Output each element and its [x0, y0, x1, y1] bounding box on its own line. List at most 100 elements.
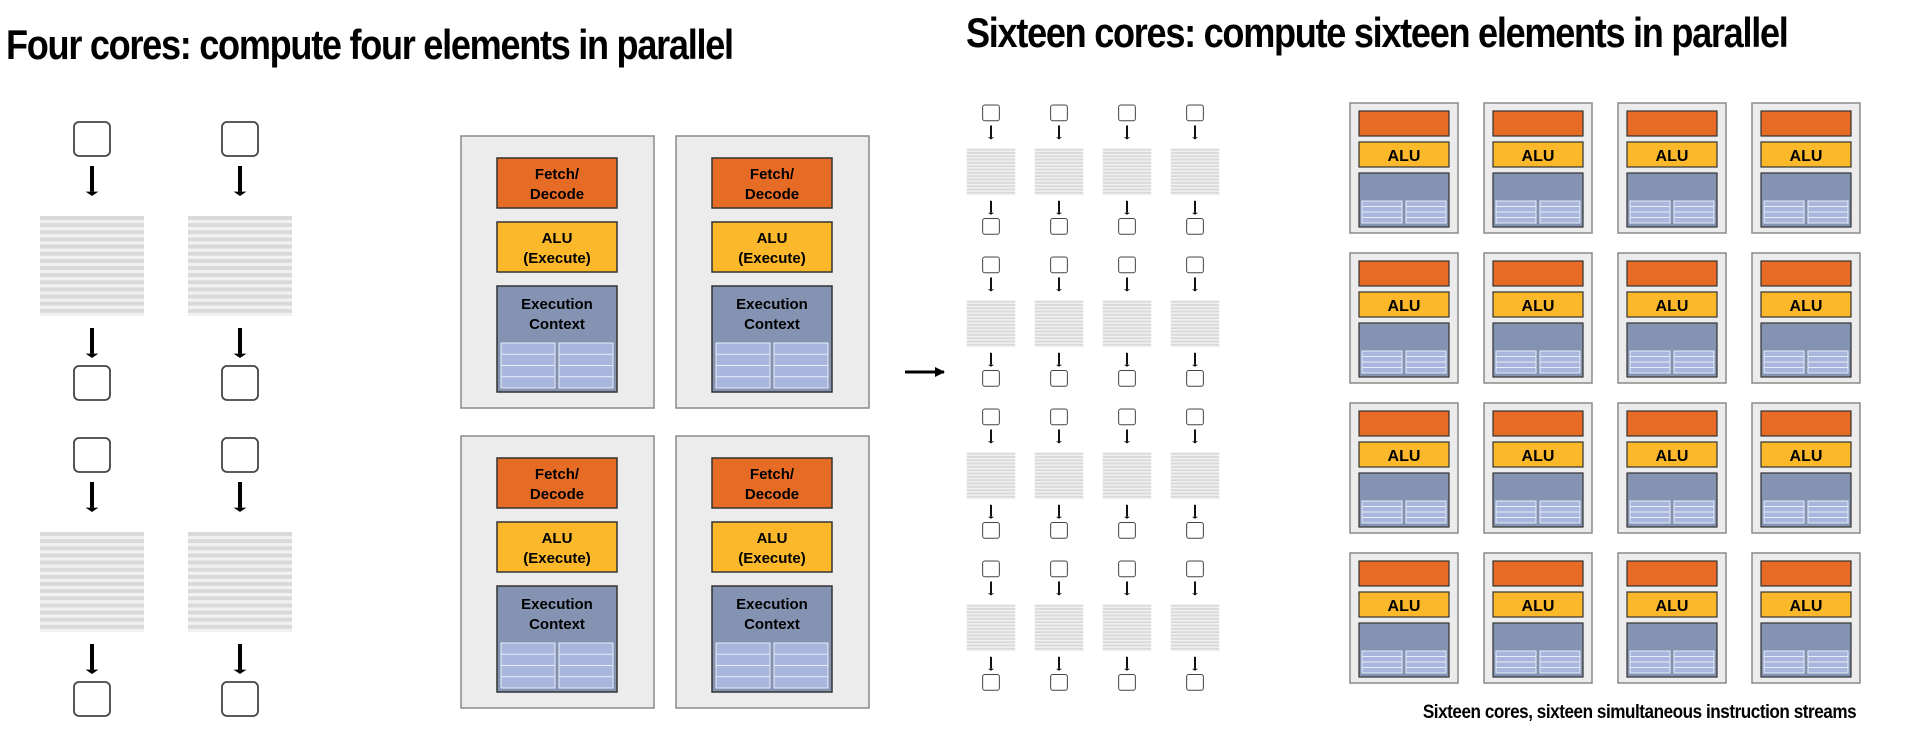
alu-label: ALU: [1388, 448, 1421, 465]
input-element: [982, 104, 1000, 122]
alu-unit: ALU: [1626, 141, 1718, 168]
down-arrow-icon: [1124, 200, 1130, 215]
down-arrow-icon: [85, 166, 99, 196]
instruction-lines: [1170, 452, 1220, 500]
title-sixteen-cores: Sixteen cores: compute sixteen elements …: [966, 9, 1789, 56]
input-element: [1050, 104, 1068, 122]
input-element: [1050, 256, 1068, 274]
alu-label: ALU: [542, 230, 573, 247]
down-arrow-icon: [988, 429, 994, 444]
fetch-decode-label: Fetch/: [535, 466, 580, 483]
execution-context: [1760, 172, 1852, 228]
fetch-decode-unit: [1358, 410, 1450, 437]
output-element: [73, 365, 111, 401]
alu-unit: ALU: [1358, 141, 1450, 168]
input-element: [1050, 560, 1068, 578]
alu-unit: ALU: [1358, 291, 1450, 318]
context-registers: [1629, 350, 1715, 374]
down-arrow-icon: [85, 644, 99, 674]
instruction-lines: [1102, 148, 1152, 196]
fetch-decode-unit: [1492, 410, 1584, 437]
instruction-stream: [40, 437, 144, 717]
down-arrow-icon: [1192, 656, 1198, 671]
instruction-stream: [1102, 104, 1152, 235]
context-registers: [1495, 200, 1581, 224]
alu-unit: ALU(Execute): [711, 521, 833, 573]
context-registers: [1629, 200, 1715, 224]
input-element: [221, 437, 259, 473]
execution-context: [1760, 622, 1852, 678]
down-arrow-icon: [988, 125, 994, 140]
instruction-lines: [1170, 148, 1220, 196]
fetch-decode-unit: [1492, 260, 1584, 287]
input-element: [982, 256, 1000, 274]
input-element: [1186, 256, 1204, 274]
instruction-stream: [1170, 104, 1220, 235]
down-arrow-icon: [1124, 125, 1130, 140]
core: ALU: [1751, 252, 1861, 384]
alu-label: ALU: [1656, 298, 1689, 315]
context-registers: [1629, 500, 1715, 524]
fetch-decode-unit: [1358, 110, 1450, 137]
fetch-decode-label: Decode: [530, 186, 584, 203]
execution-context-label: Execution: [736, 296, 808, 313]
context-registers: [1495, 500, 1581, 524]
sixteen-instruction-streams: [966, 104, 1220, 691]
input-element: [1186, 560, 1204, 578]
alu-label: ALU: [1522, 598, 1555, 615]
execution-context-label: Execution: [521, 296, 593, 313]
alu-label: (Execute): [738, 250, 806, 267]
context-registers: [1763, 200, 1849, 224]
context-registers: [1495, 650, 1581, 674]
core: ALU: [1617, 252, 1727, 384]
instruction-lines: [40, 216, 144, 316]
output-element: [1050, 673, 1068, 691]
down-arrow-icon: [1056, 581, 1062, 596]
down-arrow-icon: [988, 277, 994, 292]
down-arrow-icon: [1056, 429, 1062, 444]
context-registers: [1495, 350, 1581, 374]
alu-unit: ALU: [1358, 591, 1450, 618]
alu-label: ALU: [1388, 598, 1421, 615]
execution-context: [1358, 472, 1450, 528]
instruction-stream: [966, 408, 1016, 539]
fetch-decode-unit: Fetch/Decode: [496, 457, 618, 509]
instruction-lines: [1034, 300, 1084, 348]
down-arrow-icon: [1192, 352, 1198, 367]
fetch-decode-label: Decode: [745, 186, 799, 203]
execution-context: [1492, 322, 1584, 378]
input-element: [1118, 256, 1136, 274]
fetch-decode-unit: [1626, 260, 1718, 287]
instruction-stream: [1170, 560, 1220, 691]
output-element: [1186, 521, 1204, 539]
context-registers: [1763, 500, 1849, 524]
alu-unit: ALU: [1492, 291, 1584, 318]
instruction-lines: [1170, 604, 1220, 652]
output-element: [221, 681, 259, 717]
fetch-decode-unit: [1358, 260, 1450, 287]
execution-context: [1626, 472, 1718, 528]
core: ALU: [1349, 402, 1459, 534]
output-element: [1118, 369, 1136, 387]
down-arrow-icon: [1192, 504, 1198, 519]
input-element: [1118, 104, 1136, 122]
down-arrow-icon: [1192, 200, 1198, 215]
fetch-decode-unit: [1626, 560, 1718, 587]
down-arrow-icon: [1192, 125, 1198, 140]
instruction-stream: [966, 104, 1016, 235]
alu-label: (Execute): [523, 550, 591, 567]
down-arrow-icon: [1124, 277, 1130, 292]
alu-label: ALU: [1656, 148, 1689, 165]
core: ALU: [1751, 552, 1861, 684]
instruction-lines: [966, 148, 1016, 196]
execution-context: [1492, 172, 1584, 228]
alu-label: ALU: [1388, 298, 1421, 315]
down-arrow-icon: [1056, 125, 1062, 140]
context-registers: [500, 342, 614, 389]
alu-label: (Execute): [523, 250, 591, 267]
